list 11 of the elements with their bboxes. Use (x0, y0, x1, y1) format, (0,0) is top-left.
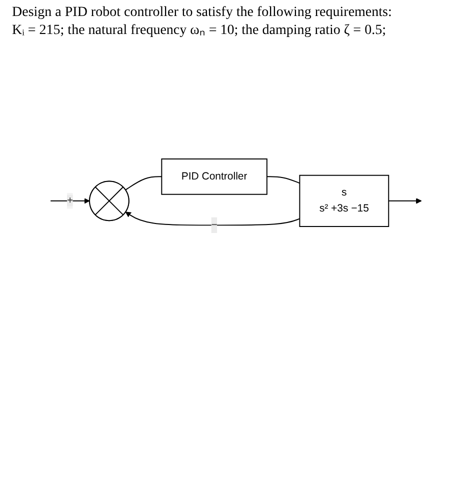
connector (125, 176, 162, 190)
arrow (388, 198, 422, 204)
arrow (50, 198, 90, 204)
connector (266, 176, 300, 184)
title-text: Design a PID robot controller to satisfy the following requirements: (12, 4, 393, 22)
node-box: PID Controller (161, 158, 268, 195)
edge-label: + (66, 195, 74, 206)
arrow (125, 212, 300, 226)
node-box: s s² +3s −15 (299, 174, 390, 227)
edge-label: − (211, 219, 218, 230)
requirements-text: Kᵢ = 215; the natural frequency ωₙ = 10; the damping ratio ζ = 0.5; (12, 22, 387, 40)
